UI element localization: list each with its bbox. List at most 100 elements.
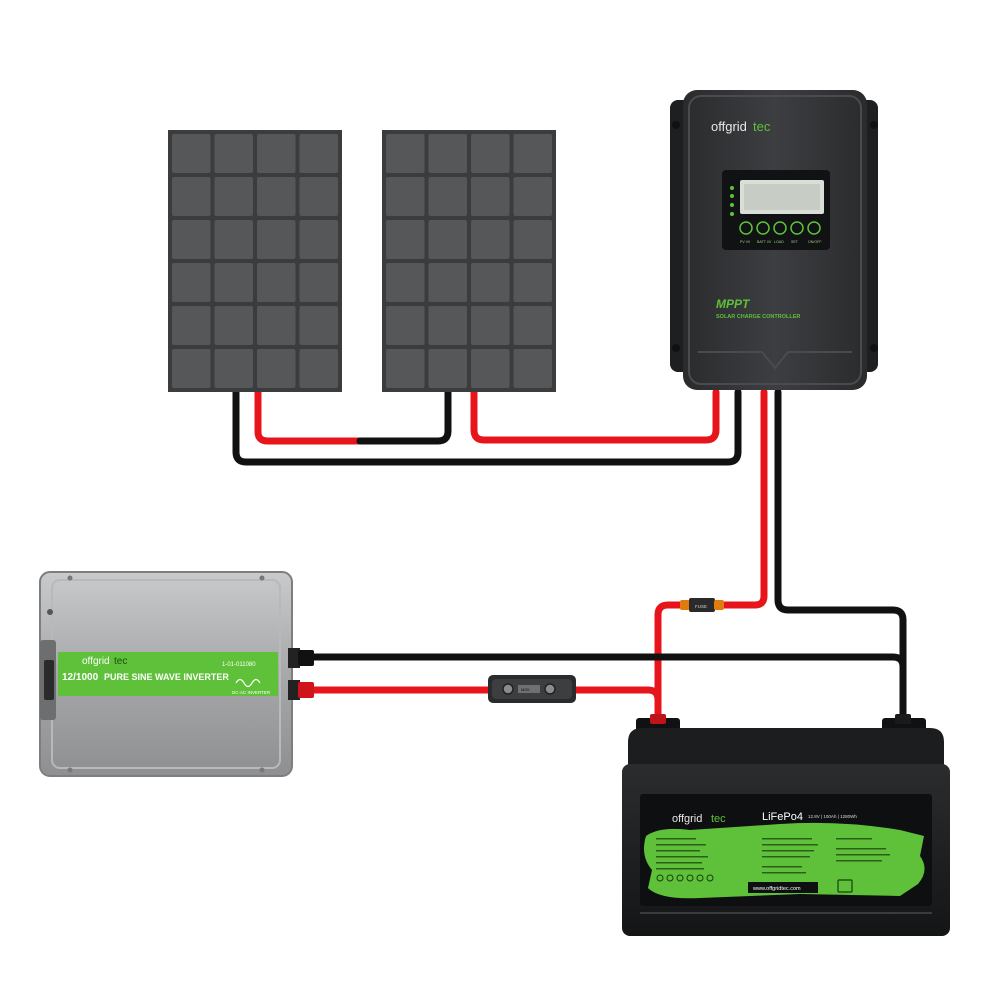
solar-cell bbox=[428, 134, 467, 173]
inverter-model: 12/1000 bbox=[62, 672, 99, 683]
battery-negative-terminal bbox=[895, 714, 911, 724]
sine-wave-icon bbox=[235, 678, 261, 688]
inverter-positive-cable bbox=[308, 686, 662, 726]
lcd-button bbox=[756, 221, 770, 235]
midi-fuse-label: MIDI bbox=[521, 687, 529, 692]
solar-cell bbox=[299, 177, 338, 216]
battery-specs: 12.8V | 100Ah | 1280Wh bbox=[808, 814, 857, 819]
series-link-negative-cable bbox=[356, 388, 452, 445]
controller-title: MPPT bbox=[716, 297, 751, 311]
inverter-brand-main: offgrid bbox=[82, 656, 110, 667]
battery-positive-terminal bbox=[650, 714, 666, 724]
solar-cell bbox=[471, 220, 510, 259]
lcd-button bbox=[807, 221, 821, 235]
solar-cell bbox=[214, 177, 253, 216]
battery-brand-main: offgrid bbox=[672, 813, 702, 825]
battery-positive-cable-from-controller bbox=[708, 388, 768, 609]
lcd-button bbox=[739, 221, 753, 235]
solar-cell bbox=[299, 220, 338, 259]
solar-cell bbox=[257, 306, 296, 345]
lcd-button-label: SET bbox=[791, 240, 799, 244]
solar-cell bbox=[299, 263, 338, 302]
solar-cell bbox=[513, 263, 552, 302]
solar-cell bbox=[386, 263, 425, 302]
small-inline-fuse: FUSE bbox=[680, 598, 724, 612]
solar-cell bbox=[471, 134, 510, 173]
solar-cell bbox=[386, 349, 425, 388]
pv-negative-main-cable bbox=[232, 388, 742, 466]
controller-brand-main: offgrid bbox=[711, 119, 747, 134]
solar-cell bbox=[172, 349, 211, 388]
controller-brand-accent: tec bbox=[753, 119, 771, 134]
solar-cell bbox=[513, 134, 552, 173]
solar-cell bbox=[471, 177, 510, 216]
solar-cell bbox=[172, 263, 211, 302]
inverter-brand-accent: tec bbox=[114, 656, 127, 667]
battery-green-label bbox=[644, 822, 925, 899]
solar-cell bbox=[299, 134, 338, 173]
battery-brand-accent: tec bbox=[711, 813, 726, 825]
inverter-negative-terminal bbox=[298, 650, 314, 666]
solar-cell bbox=[513, 349, 552, 388]
solar-cell bbox=[257, 220, 296, 259]
solar-cell bbox=[172, 306, 211, 345]
safety-icons bbox=[656, 874, 714, 882]
lcd-button-label: PV I/V bbox=[740, 240, 751, 244]
solar-cell bbox=[257, 134, 296, 173]
pure-sine-wave-inverter: offgrid tec 12/1000 PURE SINE WAVE INVER… bbox=[39, 571, 314, 777]
solar-cell bbox=[513, 306, 552, 345]
solar-cell bbox=[172, 177, 211, 216]
solar-cell bbox=[214, 349, 253, 388]
solar-cell bbox=[299, 349, 338, 388]
solar-cell bbox=[428, 349, 467, 388]
solar-cell bbox=[214, 220, 253, 259]
solar-panel-2 bbox=[382, 130, 556, 392]
panel-frame bbox=[382, 130, 556, 392]
lcd-button bbox=[773, 221, 787, 235]
small-fuse-label: FUSE bbox=[695, 604, 707, 609]
solar-panel-1 bbox=[168, 130, 342, 392]
cables bbox=[232, 388, 907, 726]
midi-fuse-holder: MIDI bbox=[488, 675, 576, 703]
solar-cell bbox=[172, 220, 211, 259]
solar-cell bbox=[428, 220, 467, 259]
solar-cell bbox=[471, 306, 510, 345]
solar-cell bbox=[386, 306, 425, 345]
solar-cell bbox=[257, 263, 296, 302]
solar-cell bbox=[172, 134, 211, 173]
inverter-label: PURE SINE WAVE INVERTER bbox=[104, 672, 229, 682]
solar-cell bbox=[428, 177, 467, 216]
pv-positive-main-cable bbox=[470, 388, 720, 444]
inverter-positive-terminal bbox=[298, 682, 314, 698]
inverter-sublabel: DC-AC INVERTER bbox=[232, 690, 271, 695]
inverter-negative-cable bbox=[308, 653, 907, 726]
solar-cell bbox=[214, 263, 253, 302]
solar-cell bbox=[428, 263, 467, 302]
inverter-part-number: 1-01-011080 bbox=[222, 662, 256, 668]
lifepo4-battery: offgrid tec LiFePo4 12.8V | 100Ah | 1280… bbox=[622, 714, 950, 936]
battery-chemistry: LiFePo4 bbox=[762, 811, 803, 823]
solar-cell bbox=[471, 263, 510, 302]
solar-cell bbox=[386, 177, 425, 216]
lcd-button-label: BATT I/V bbox=[757, 240, 772, 244]
solar-cell bbox=[214, 306, 253, 345]
solar-cell bbox=[386, 220, 425, 259]
solar-cell bbox=[471, 349, 510, 388]
solar-cell bbox=[428, 306, 467, 345]
lcd-button-label: ON/OFF bbox=[808, 240, 822, 244]
solar-cell bbox=[513, 177, 552, 216]
battery-negative-cable-from-controller bbox=[774, 388, 907, 726]
solar-cell bbox=[214, 134, 253, 173]
solar-cell bbox=[257, 177, 296, 216]
solar-cell bbox=[257, 349, 296, 388]
solar-cell bbox=[513, 220, 552, 259]
battery-website: www.offgridtec.com bbox=[752, 886, 801, 892]
inverter-label-band bbox=[58, 652, 278, 696]
solar-cell bbox=[386, 134, 425, 173]
battery-positive-cable-to-battery bbox=[654, 601, 686, 726]
lcd-button bbox=[790, 221, 804, 235]
solar-cell bbox=[299, 306, 338, 345]
